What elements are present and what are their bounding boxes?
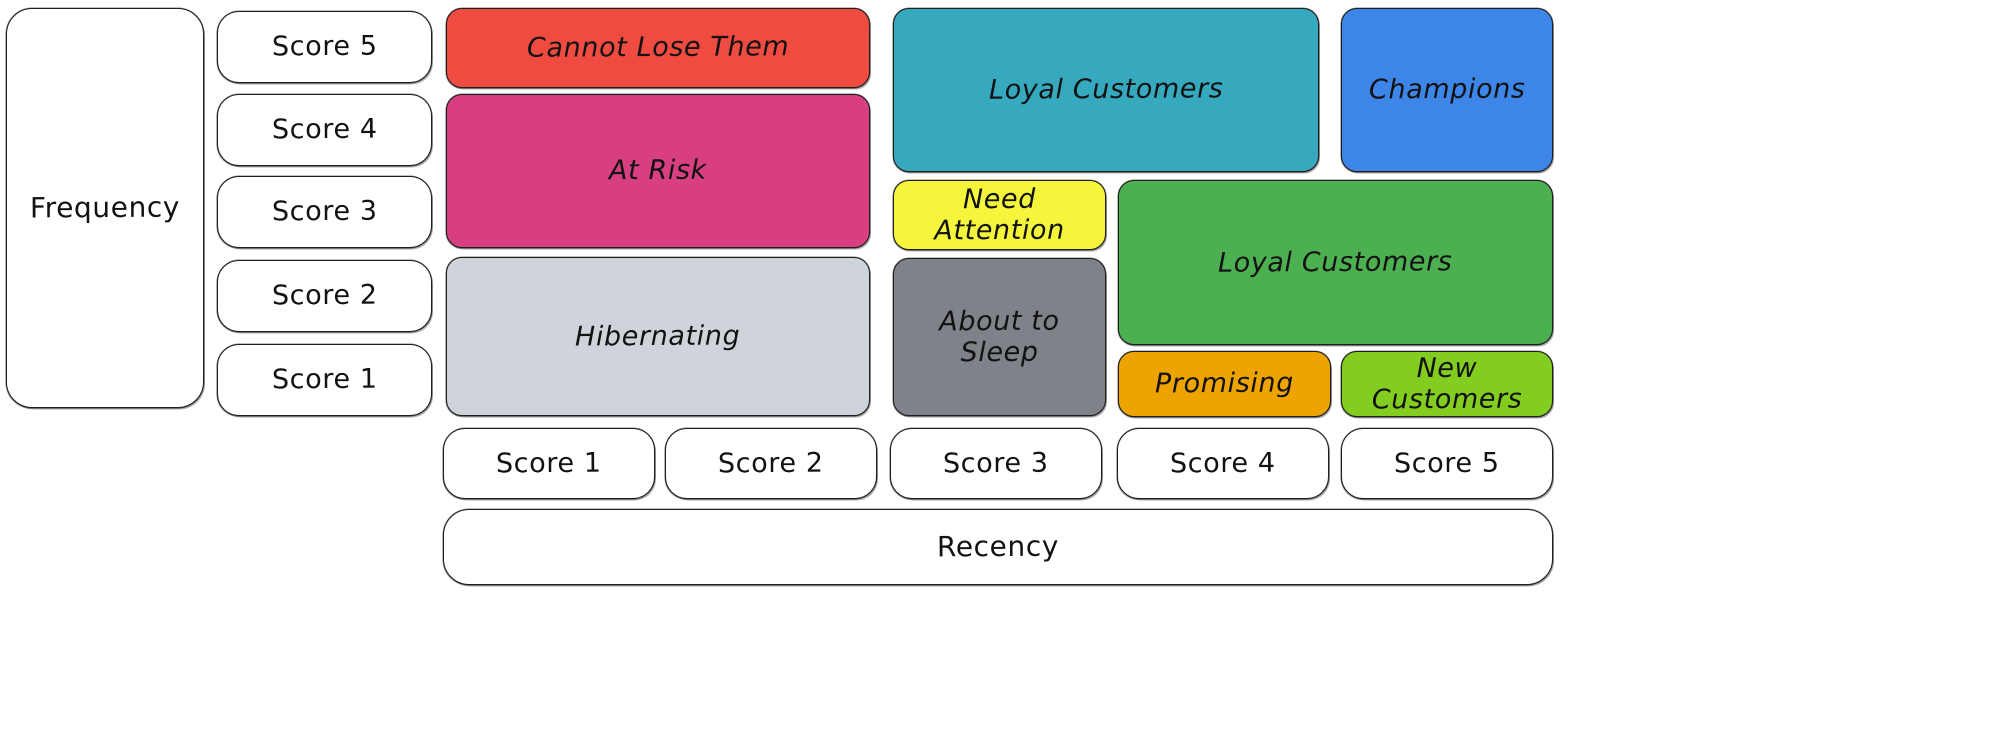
segment-hibernating-label: Hibernating xyxy=(575,320,741,353)
frequency-score-2-label: Score 2 xyxy=(271,280,378,312)
frequency-score-1[interactable]: Score 1 xyxy=(217,344,432,416)
segment-need-attention[interactable]: Need Attention xyxy=(893,180,1106,250)
recency-axis-label: Recency xyxy=(936,529,1060,564)
recency-score-2-label: Score 2 xyxy=(718,447,824,480)
frequency-axis-label: Frequency xyxy=(29,190,181,225)
frequency-score-4[interactable]: Score 4 xyxy=(217,94,432,166)
segment-cannot-lose-them-label: Cannot Lose Them xyxy=(526,31,790,65)
segment-need-attention-label: Need Attention xyxy=(934,183,1065,247)
frequency-score-5-label: Score 5 xyxy=(271,31,378,63)
segment-promising-label: Promising xyxy=(1154,368,1295,400)
recency-score-5[interactable]: Score 5 xyxy=(1341,428,1553,499)
recency-axis-box: Recency xyxy=(443,509,1553,585)
segment-hibernating[interactable]: Hibernating xyxy=(446,257,870,416)
recency-score-5-label: Score 5 xyxy=(1394,447,1500,480)
recency-score-4-label: Score 4 xyxy=(1170,447,1276,480)
recency-score-1-label: Score 1 xyxy=(496,447,602,480)
segment-loyal-customers-green[interactable]: Loyal Customers xyxy=(1118,180,1553,345)
frequency-score-4-label: Score 4 xyxy=(271,114,378,146)
segment-about-to-sleep-label: About to Sleep xyxy=(939,305,1060,369)
segment-about-to-sleep[interactable]: About to Sleep xyxy=(893,258,1106,416)
frequency-score-2[interactable]: Score 2 xyxy=(217,260,432,332)
segment-champions[interactable]: Champions xyxy=(1341,8,1553,172)
recency-score-2[interactable]: Score 2 xyxy=(665,428,877,499)
frequency-score-3[interactable]: Score 3 xyxy=(217,176,432,248)
recency-score-3[interactable]: Score 3 xyxy=(890,428,1102,499)
recency-score-1[interactable]: Score 1 xyxy=(443,428,655,499)
segment-at-risk-label: At Risk xyxy=(608,155,707,187)
recency-score-3-label: Score 3 xyxy=(943,447,1049,480)
recency-score-4[interactable]: Score 4 xyxy=(1117,428,1329,499)
segment-champions-label: Champions xyxy=(1368,73,1526,106)
frequency-axis-box: Frequency xyxy=(6,8,204,408)
segment-loyal-customers-green-label: Loyal Customers xyxy=(1218,246,1453,279)
segment-new-customers-label: New Customers xyxy=(1371,352,1523,416)
segment-loyal-customers-teal[interactable]: Loyal Customers xyxy=(893,8,1319,172)
frequency-score-1-label: Score 1 xyxy=(271,364,378,396)
frequency-score-3-label: Score 3 xyxy=(271,196,378,228)
segment-at-risk[interactable]: At Risk xyxy=(446,94,870,248)
frequency-score-5[interactable]: Score 5 xyxy=(217,11,432,83)
segment-promising[interactable]: Promising xyxy=(1118,351,1331,417)
segment-new-customers[interactable]: New Customers xyxy=(1341,351,1553,417)
segment-cannot-lose-them[interactable]: Cannot Lose Them xyxy=(446,8,870,88)
segment-loyal-customers-teal-label: Loyal Customers xyxy=(988,73,1224,107)
